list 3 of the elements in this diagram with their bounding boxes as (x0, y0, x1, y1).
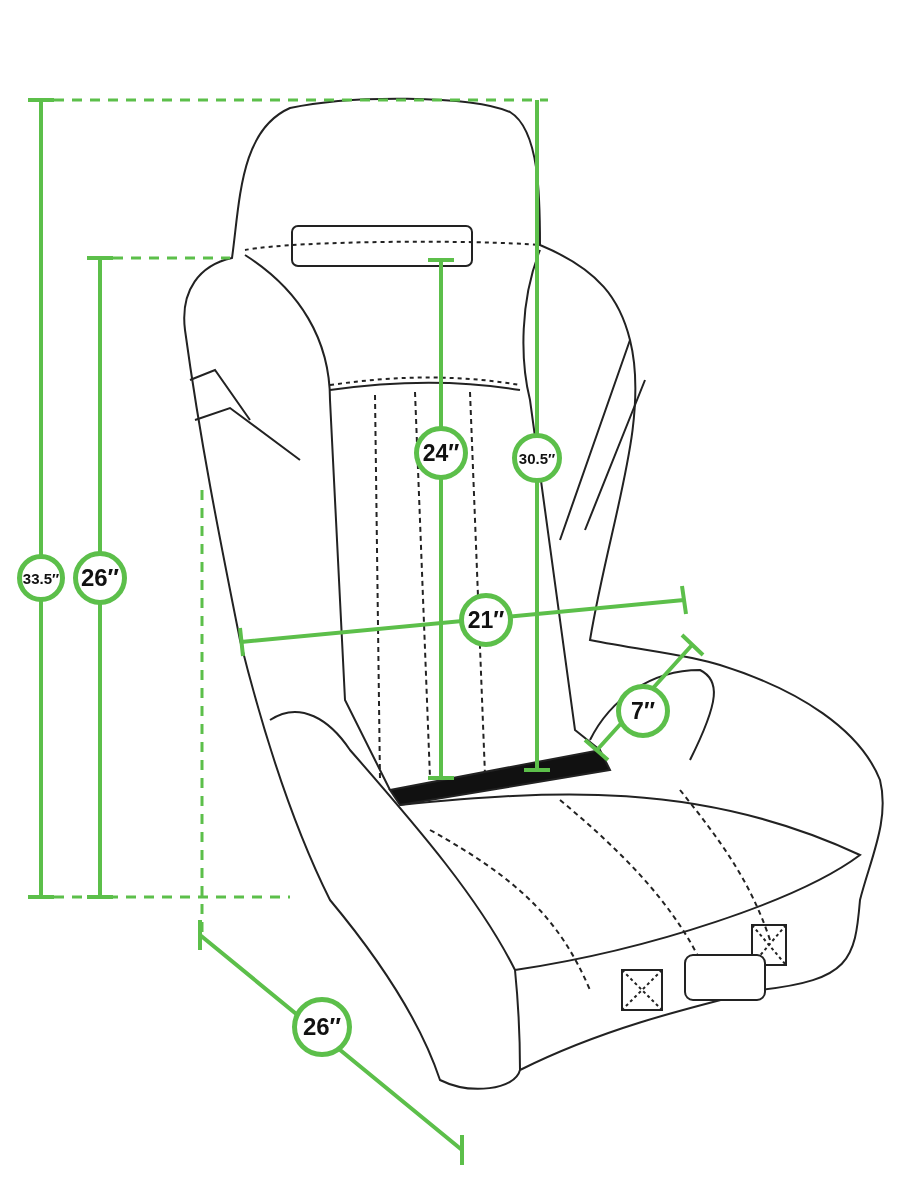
dimension-label: 33.5″ (17, 554, 65, 602)
dimension-label: 26″ (73, 551, 127, 605)
dimension-label: 26″ (292, 997, 352, 1057)
